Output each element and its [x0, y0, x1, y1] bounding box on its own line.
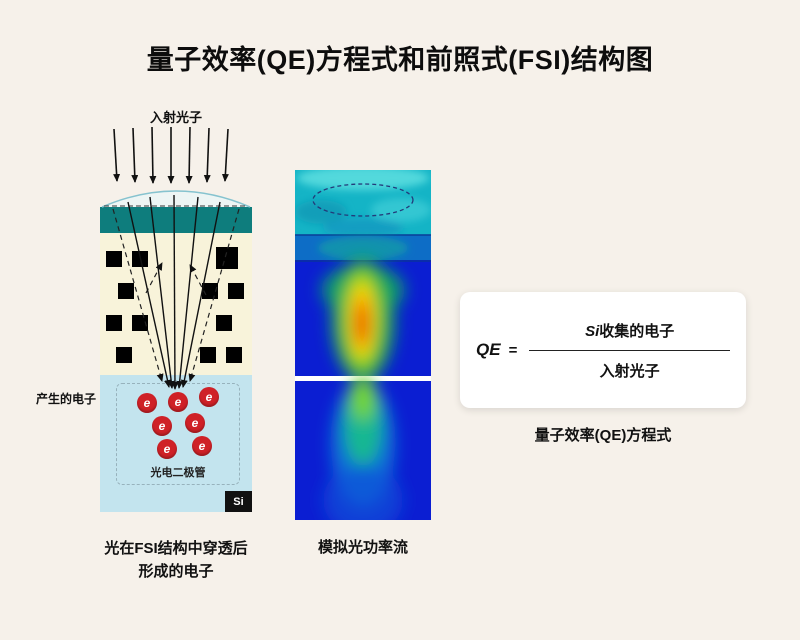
metal-block — [226, 347, 242, 363]
heatmap-graphic — [295, 170, 431, 520]
antireflective-band — [100, 207, 252, 233]
numerator-rest: 收集的电子 — [599, 322, 675, 340]
metal-block — [132, 251, 148, 267]
electron-symbol: e — [143, 396, 151, 410]
fraction-bar — [529, 349, 730, 351]
electron-badge: e — [185, 413, 205, 433]
metal-block — [216, 315, 232, 331]
fraction-denominator: 入射光子 — [599, 362, 660, 380]
electron-badge: e — [168, 392, 188, 412]
metal-block — [116, 347, 132, 363]
numerator-si: Si — [585, 322, 600, 340]
electron-badge: e — [157, 439, 177, 459]
qe-equation-card: QE = Si收集的电子 入射光子 — [460, 292, 746, 408]
equation-lhs: QE — [476, 340, 501, 359]
electron-symbol: e — [174, 395, 182, 409]
incident-photon-arrows — [113, 126, 229, 184]
lower-power-plume — [323, 376, 403, 520]
microlens — [101, 190, 251, 208]
electron-badge: e — [152, 416, 172, 436]
metal-block — [106, 315, 122, 331]
lens-outline-dashed — [312, 183, 414, 217]
equation-fraction: Si收集的电子 入射光子 — [529, 320, 730, 381]
equals-sign: = — [508, 341, 518, 359]
metal-block — [118, 283, 134, 299]
metal-block — [132, 315, 148, 331]
silicon-substrate-label: Si — [233, 495, 244, 508]
equation-caption: 量子效率(QE)方程式 — [534, 427, 672, 444]
fsi-caption-line1: 光在FSI结构中穿透后 — [104, 540, 248, 557]
simulation-heatmap — [295, 170, 431, 520]
metal-block — [228, 283, 244, 299]
fsi-caption-line2: 形成的电子 — [138, 563, 214, 581]
fraction-numerator: Si收集的电子 — [585, 320, 674, 350]
electron-symbol: e — [158, 419, 166, 433]
electron-badge: e — [137, 393, 157, 413]
electron-symbol: e — [191, 416, 199, 430]
dielectric-layer — [100, 233, 252, 375]
metal-block — [106, 251, 122, 267]
silicon-photodiode-layer: 光电二极管 e e e e e e e Si — [100, 375, 252, 512]
simulation-caption: 模拟光功率流 — [317, 539, 408, 556]
silicon-substrate-tag: Si — [225, 491, 252, 512]
incident-photons-label: 入射光子 — [149, 110, 202, 125]
upper-power-plume — [321, 258, 405, 382]
metal-block — [216, 247, 238, 269]
metal-block — [202, 283, 218, 299]
photodiode-label: 光电二极管 — [150, 467, 206, 479]
page-title: 量子效率(QE)方程式和前照式(FSI)结构图 — [146, 45, 654, 75]
electron-badge: e — [199, 387, 219, 407]
electron-symbol: e — [163, 442, 171, 456]
electron-badge: e — [192, 436, 212, 456]
fsi-structure-diagram: 入射光子 光电二极管 e e e e e e e — [36, 105, 252, 580]
generated-electrons-label: 产生的电子 — [36, 392, 97, 406]
fsi-caption: 光在FSI结构中穿透后 形成的电子 — [66, 537, 286, 584]
electron-symbol: e — [198, 439, 206, 453]
metal-block — [200, 347, 216, 363]
electron-symbol: e — [205, 390, 213, 404]
